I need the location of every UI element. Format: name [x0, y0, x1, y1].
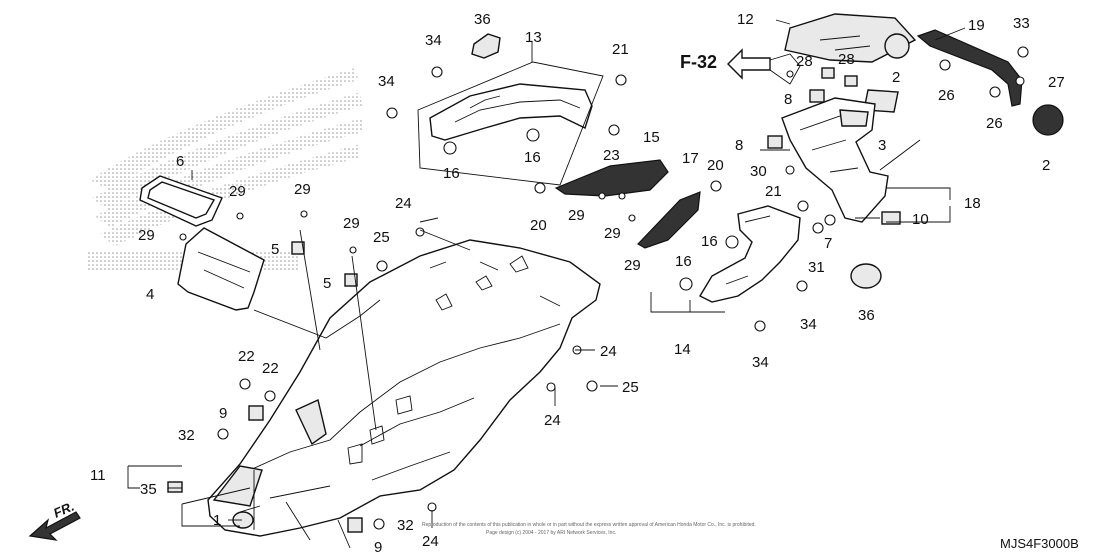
callout-29-d: 29: [343, 215, 360, 232]
part-28-clip-b: [844, 75, 858, 87]
callout-32-a: 32: [178, 427, 195, 444]
callout-28-b: 28: [838, 51, 855, 68]
part-35-rubber: [167, 481, 183, 493]
part-9-nut-a: [248, 405, 264, 421]
callout-2-upper: 2: [892, 69, 900, 86]
fasteners: [179, 46, 1029, 530]
callout-24-d: 24: [422, 533, 439, 550]
leader-lines: [127, 19, 966, 549]
callout-35: 35: [140, 481, 157, 498]
callout-20-b: 20: [530, 217, 547, 234]
callout-23: 23: [603, 147, 620, 164]
callout-17: 17: [682, 150, 699, 167]
part-12-rear-cowl: [784, 13, 917, 63]
callout-29-f: 29: [604, 225, 621, 242]
callout-5-b: 5: [323, 275, 331, 292]
cross-reference-arrow: [727, 48, 801, 85]
part-10-rubber: [881, 211, 901, 225]
callout-15: 15: [643, 129, 660, 146]
callout-21-lower: 21: [765, 183, 782, 200]
callout-11: 11: [90, 467, 106, 484]
callout-26-b: 26: [986, 115, 1003, 132]
part-6-seal: [139, 175, 223, 227]
callout-5-a: 5: [271, 241, 279, 258]
callout-31: 31: [808, 259, 825, 276]
cross-reference-label: F-32: [680, 52, 717, 72]
part-5-clip-b: [344, 273, 358, 287]
callout-29-c: 29: [138, 227, 155, 244]
callout-8-upper: 8: [784, 91, 792, 108]
part-36-grommet-right: [850, 263, 882, 289]
callout-7: 7: [824, 235, 832, 252]
callout-22-a: 22: [238, 348, 255, 365]
callout-36-lower: 36: [858, 307, 875, 324]
callout-21-upper: 21: [612, 41, 629, 58]
callout-29-b: 29: [294, 181, 311, 198]
callout-30: 30: [750, 163, 767, 180]
callout-numbers: 36 13 34 34 21 12 19 33 28 28 2 26 27 8 …: [90, 11, 1065, 556]
callout-33: 33: [1013, 15, 1030, 32]
callout-27: 27: [1048, 74, 1065, 91]
part-18-rear-fender-upper: [781, 97, 889, 223]
part-8-clip-a: [809, 89, 825, 103]
callout-18: 18: [964, 195, 981, 212]
callout-29-a: 29: [229, 183, 246, 200]
callout-26-a: 26: [938, 87, 955, 104]
callout-13: 13: [525, 29, 542, 46]
callout-8-lower: 8: [735, 137, 743, 154]
callout-9-b: 9: [374, 539, 382, 556]
part-14-inner-panel: [699, 205, 801, 303]
callout-10: 10: [912, 211, 929, 228]
callout-9-a: 9: [219, 405, 227, 422]
part-2-grommet-upper: [884, 33, 910, 59]
callout-6: 6: [176, 153, 184, 170]
front-direction-arrow: [28, 511, 81, 541]
callout-22-b: 22: [262, 360, 279, 377]
callout-12: 12: [737, 11, 754, 28]
callout-34-c: 34: [800, 316, 817, 333]
part-9-nut-b: [347, 517, 363, 533]
part-17-reflector: [637, 191, 701, 249]
callout-25-a: 25: [373, 229, 390, 246]
callout-24-a: 24: [395, 195, 412, 212]
part-15-bracket: [554, 159, 669, 197]
callout-24-b: 24: [600, 343, 617, 360]
callout-32-b: 32: [397, 517, 414, 534]
callout-28-a: 28: [796, 53, 813, 70]
part-2-grommet-right: [1032, 104, 1064, 136]
callout-20-a: 20: [707, 157, 724, 174]
part-5-clip-a: [291, 241, 305, 255]
part-4-holder-plate: [177, 227, 265, 311]
part-14-group-frame: [650, 292, 725, 313]
callout-4: 4: [146, 286, 154, 303]
callout-34-d: 34: [752, 354, 769, 371]
callout-16-c: 16: [701, 233, 718, 250]
callout-16-a: 16: [443, 165, 460, 182]
callout-19: 19: [968, 17, 985, 34]
part-13-group-frame: [417, 61, 604, 186]
callout-1: 1: [213, 512, 221, 529]
callout-34-a: 34: [425, 32, 442, 49]
callout-2-right: 2: [1042, 157, 1050, 174]
callout-34-b: 34: [378, 73, 395, 90]
part-36-grommet-upper: [471, 33, 501, 59]
callout-16-d: 16: [675, 253, 692, 270]
callout-36-upper: 36: [474, 11, 491, 28]
callout-16-b: 16: [524, 149, 541, 166]
callout-14: 14: [674, 341, 691, 358]
part-28-clip-a: [821, 67, 835, 79]
callout-24-c: 24: [544, 412, 561, 429]
part-11-rear-fender: [207, 239, 601, 537]
part-13-bracket: [429, 83, 593, 141]
callout-29-g: 29: [624, 257, 641, 274]
drawing-code: MJS4F3000B: [1000, 536, 1079, 551]
callout-3: 3: [878, 137, 886, 154]
copyright-line-2: Page design (c) 2004 - 2017 by ARI Netwo…: [486, 530, 616, 536]
callout-25-b: 25: [622, 379, 639, 396]
part-19-stay-bracket: [916, 29, 1023, 107]
callout-29-e: 29: [568, 207, 585, 224]
copyright-line-1: Reproduction of the contents of this pub…: [422, 522, 756, 528]
part-8-clip-b: [767, 135, 783, 149]
